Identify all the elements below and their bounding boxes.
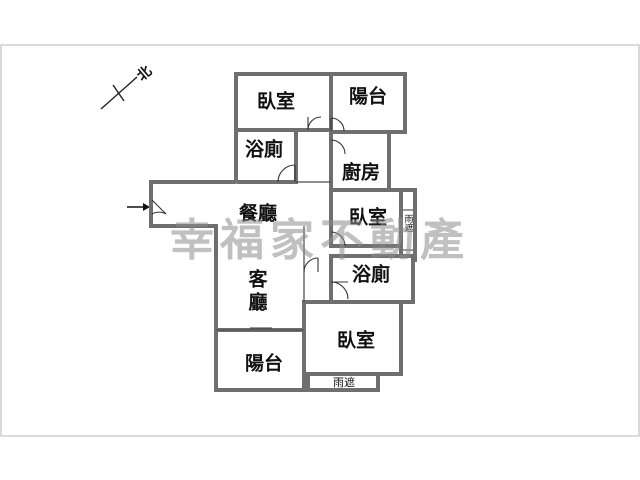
north-arrow-icon bbox=[100, 76, 138, 110]
room-bedroom-top: 臥室 bbox=[257, 90, 295, 113]
room-balcony-bottom: 陽台 bbox=[245, 352, 283, 375]
room-rain-shelter-side: 雨遮 bbox=[403, 214, 414, 233]
watermark: 幸福家不動產 bbox=[170, 215, 470, 266]
doors bbox=[151, 116, 413, 331]
entrance-arrow-icon bbox=[127, 203, 150, 211]
walls bbox=[149, 72, 417, 392]
room-living-line2: 廳 bbox=[248, 291, 267, 314]
room-bath-top: 浴廁 bbox=[245, 138, 283, 161]
room-bedroom-mid: 臥室 bbox=[349, 206, 387, 229]
room-dining: 餐廳 bbox=[239, 202, 277, 225]
room-rain-shelter-bottom: 雨遮 bbox=[333, 375, 355, 389]
room-bath-mid: 浴廁 bbox=[352, 263, 390, 286]
room-living-line1: 客 bbox=[248, 268, 268, 291]
room-bedroom-bottom: 臥室 bbox=[337, 329, 375, 352]
room-kitchen: 廚房 bbox=[342, 161, 380, 184]
room-balcony-top: 陽台 bbox=[349, 85, 387, 108]
